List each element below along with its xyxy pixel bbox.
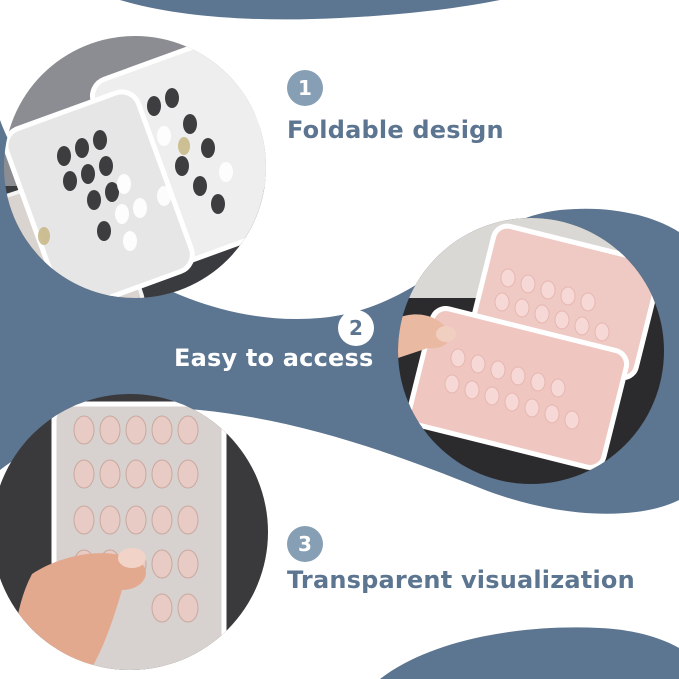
feature-2-number: 2 [349, 316, 363, 340]
open-case-hand-photo [398, 218, 664, 484]
feature-1-label: Foldable design [287, 116, 504, 144]
feature-2-label: Easy to access [174, 344, 374, 372]
feature-1-number-badge: 1 [287, 70, 323, 106]
feature-3-label: Transparent visualization [287, 566, 635, 594]
feature-3-number: 3 [298, 532, 312, 556]
upright-case-photo [0, 394, 268, 670]
feature-3-number-badge: 3 [287, 526, 323, 562]
foldable-case-photo [4, 36, 266, 298]
feature-2-number-badge: 2 [338, 310, 374, 346]
feature-1-number: 1 [298, 76, 312, 100]
